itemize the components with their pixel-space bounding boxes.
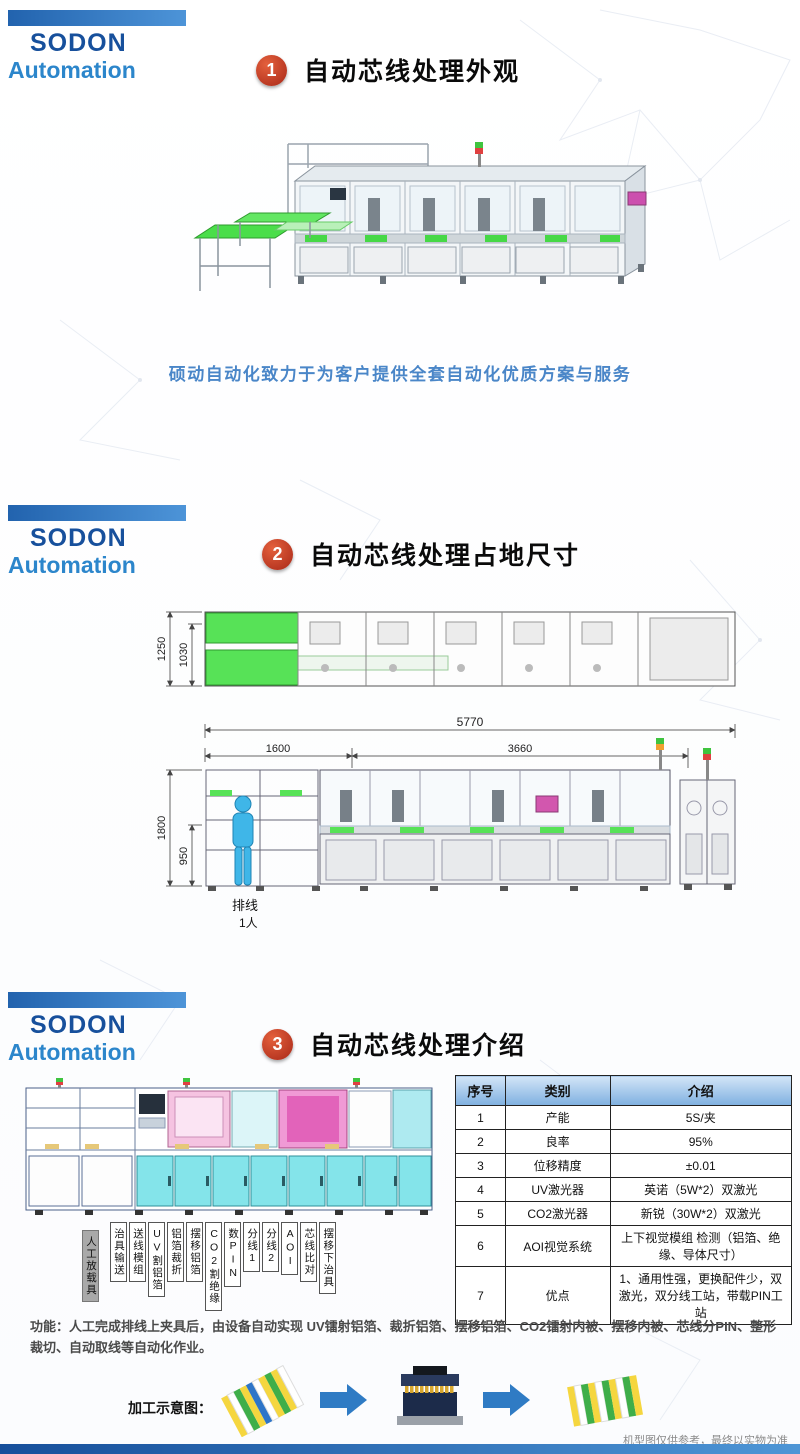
section2-number-badge: 2 <box>262 538 293 570</box>
cell-category: 产能 <box>504 1105 611 1130</box>
col-header-category: 类别 <box>504 1075 611 1106</box>
dim-1250: 1250 <box>156 637 168 661</box>
station-tag: 分线1 <box>243 1222 261 1272</box>
station-tag: 铝箔裁折 <box>167 1222 185 1282</box>
operator-count: 1人 <box>239 916 258 930</box>
logo-sodon: SODON <box>30 524 127 552</box>
station-tag: AOI <box>281 1222 299 1275</box>
process-diagram <box>221 1364 644 1437</box>
station-tag: 送线模组 <box>129 1222 147 1282</box>
cell-description: 新锐（30W*2）双激光 <box>609 1201 793 1226</box>
spec-table: 序号 类别 介绍 1 产能 5S/夹 2 良率 95% 3 位移精度 ±0.01 <box>455 1075 793 1325</box>
brand-header-2: SODON Automation <box>0 505 220 590</box>
function-description: 功能：人工完成排线上夹具后，由设备自动实现 UV镭射铝箔、裁折铝箔、摆移铝箔、C… <box>30 1319 777 1356</box>
cell-description: 英诺（5W*2）双激光 <box>609 1177 793 1202</box>
station-tag: 摆移铝箔 <box>186 1222 204 1282</box>
process-diagram-label: 加工示意图： <box>128 1400 212 1416</box>
cell-no: 7 <box>455 1266 506 1325</box>
station-tag: 分线2 <box>262 1222 280 1272</box>
brand-header-1: SODON Automation <box>0 10 220 95</box>
station-tag: CO2割绝缘 <box>205 1222 223 1311</box>
logo-automation: Automation <box>8 552 136 578</box>
station-tag: UV割铝箔 <box>148 1222 166 1297</box>
table-row: 5 CO2激光器 新锐（30W*2）双激光 <box>455 1201 793 1226</box>
table-header-row: 序号 类别 介绍 <box>455 1075 793 1106</box>
dim-3660: 3660 <box>508 743 532 755</box>
brand-bar <box>8 505 186 521</box>
table-row: 2 良率 95% <box>455 1129 793 1154</box>
station-tag-manual-load: 人工放载具 <box>82 1230 100 1302</box>
brand-bar <box>8 10 186 26</box>
brand-bar <box>8 992 186 1008</box>
section1-number: 1 <box>266 59 277 80</box>
section2-title: 自动芯线处理占地尺寸 <box>310 543 581 570</box>
col-header-no: 序号 <box>455 1075 506 1106</box>
section3-heading: 3 自动芯线处理介绍 <box>262 1026 526 1062</box>
logo-sodon: SODON <box>30 1011 127 1039</box>
section3-number: 3 <box>272 1033 283 1054</box>
cell-description: ±0.01 <box>609 1153 793 1178</box>
section1-heading: 1 自动芯线处理外观 <box>256 52 520 88</box>
operator-label: 排线 <box>232 898 258 913</box>
logo-sodon: SODON <box>30 29 127 57</box>
station-tag: 数PIN <box>224 1222 242 1287</box>
cell-category: AOI视觉系统 <box>504 1225 611 1267</box>
table-row: 3 位移精度 ±0.01 <box>455 1153 793 1178</box>
cell-no: 5 <box>455 1201 506 1226</box>
cell-description: 上下视觉模组 检测（铝箔、绝缘、导体尺寸） <box>609 1225 793 1267</box>
cell-category: 位移精度 <box>504 1153 611 1178</box>
process-arrow <box>483 1384 530 1416</box>
cell-description: 1、通用性强，更换配件少，双激光，双分线工站，带载PIN工站 <box>609 1266 793 1325</box>
station-tag: 摆移下治具 <box>319 1222 337 1294</box>
station-tag: 芯线比对 <box>300 1222 318 1282</box>
table-row: 1 产能 5S/夹 <box>455 1105 793 1130</box>
ribbon-cable-after <box>567 1375 644 1427</box>
station-tag: 治具输送 <box>110 1222 128 1282</box>
table-row: 6 AOI视觉系统 上下视觉模组 检测（铝箔、绝缘、导体尺寸） <box>455 1225 793 1267</box>
table-row: 4 UV激光器 英诺（5W*2）双激光 <box>455 1177 793 1202</box>
cell-no: 4 <box>455 1177 506 1202</box>
dim-1600: 1600 <box>266 743 290 755</box>
cell-category: UV激光器 <box>504 1177 611 1202</box>
cell-category: 优点 <box>504 1266 611 1325</box>
process-arrow <box>320 1384 367 1416</box>
cell-category: 良率 <box>504 1129 611 1154</box>
section1-number-badge: 1 <box>256 54 287 86</box>
dim-950: 950 <box>178 847 190 865</box>
logo-automation: Automation <box>8 57 136 83</box>
dim-1800: 1800 <box>156 816 168 840</box>
cell-description: 5S/夹 <box>609 1105 793 1130</box>
cell-no: 6 <box>455 1225 506 1267</box>
section2-heading: 2 自动芯线处理占地尺寸 <box>262 536 580 572</box>
table-row: 7 优点 1、通用性强，更换配件少，双激光，双分线工站，带载PIN工站 <box>455 1266 793 1325</box>
ribbon-cable-before <box>221 1364 305 1437</box>
slogan: 硕动自动化致力于为客户提供全套自动化优质方案与服务 <box>168 365 632 384</box>
cell-description: 95% <box>609 1129 793 1154</box>
cell-no: 3 <box>455 1153 506 1178</box>
operator-figure <box>232 795 254 886</box>
section2-number: 2 <box>272 543 283 564</box>
cell-no: 1 <box>455 1105 506 1130</box>
brand-header-3: SODON Automation <box>0 992 220 1077</box>
machine-front-illustration <box>25 1078 433 1215</box>
col-header-description: 介绍 <box>609 1075 793 1106</box>
cell-category: CO2激光器 <box>504 1201 611 1226</box>
dim-1030: 1030 <box>178 643 190 667</box>
dimension-drawing: 1250 1030 5770 1600 3660 <box>156 611 736 930</box>
section3-number-badge: 3 <box>262 1028 293 1060</box>
machine-overview-illustration <box>193 142 647 291</box>
bottom-bar <box>0 1444 800 1454</box>
station-labels: 人工放载具 治具输送 送线模组 UV割铝箔 铝箔裁折 摆移铝箔 CO2割绝缘 数… <box>82 1222 337 1311</box>
section3-title: 自动芯线处理介绍 <box>310 1033 527 1060</box>
connector-fixture <box>397 1366 463 1425</box>
logo-automation: Automation <box>8 1039 136 1065</box>
cell-no: 2 <box>455 1129 506 1154</box>
section1-title: 自动芯线处理外观 <box>304 59 521 86</box>
dim-5770: 5770 <box>457 715 484 729</box>
